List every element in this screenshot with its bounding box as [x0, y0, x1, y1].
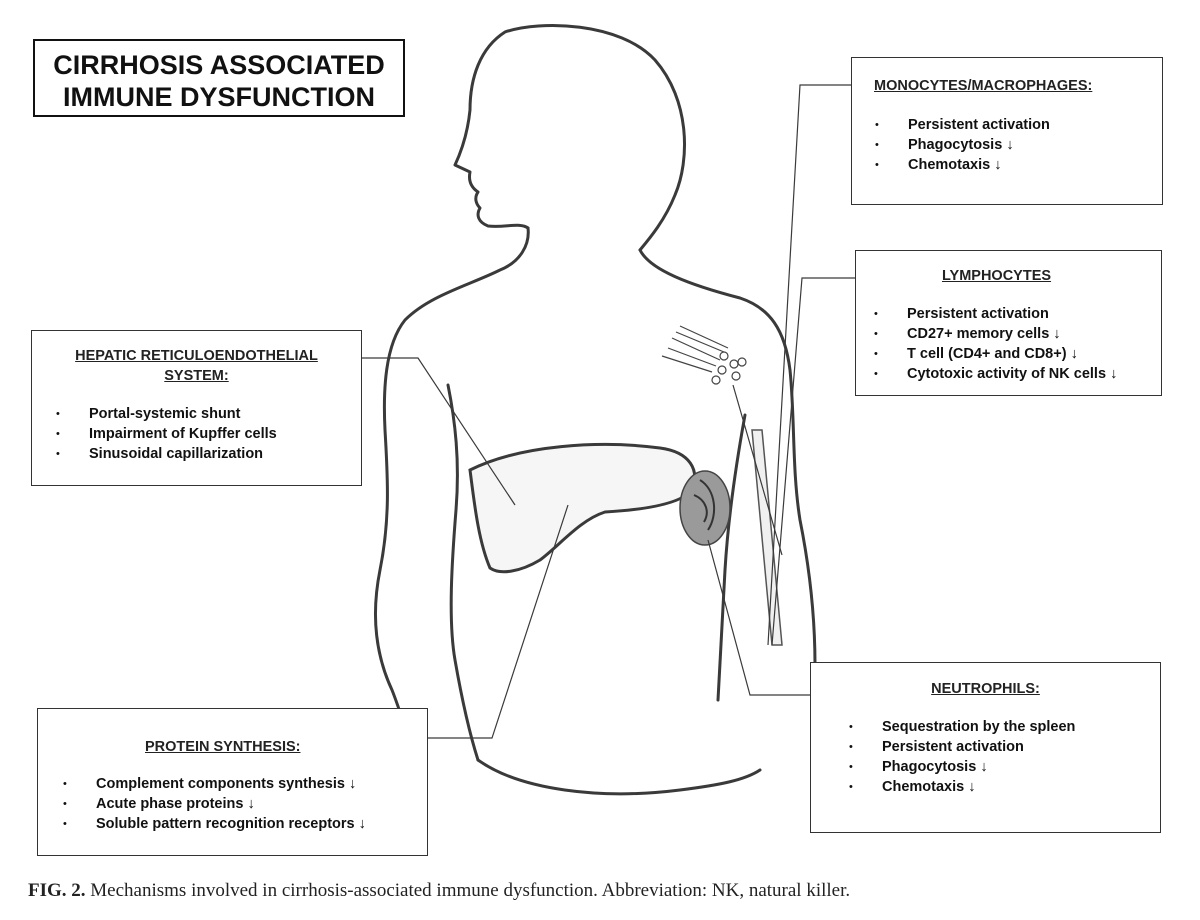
list-item: •Portal-systemic shunt: [56, 406, 241, 422]
down-arrow-icon: ↓: [247, 796, 255, 812]
down-arrow-icon: ↓: [1070, 346, 1078, 362]
monocytes-header: MONOCYTES/MACROPHAGES:: [874, 78, 1093, 94]
bullet: •: [849, 761, 853, 773]
list-item: •CD27+ memory cells ↓: [874, 326, 1061, 342]
bullet: •: [875, 139, 879, 151]
down-arrow-icon: ↓: [1110, 366, 1118, 382]
list-item: •Sequestration by the spleen: [849, 719, 1076, 735]
head-outline: [453, 24, 687, 252]
left-arm-inner: [446, 383, 480, 762]
bullet: •: [63, 798, 67, 810]
spleen: [679, 470, 731, 546]
bullet: •: [56, 448, 60, 460]
spleen-detail: [693, 479, 716, 531]
down-arrow-icon: ↓: [980, 759, 988, 775]
list-item: •Phagocytosis ↓: [849, 759, 988, 775]
connector-monocytes: [767, 84, 852, 646]
hepatic-list: •Portal-systemic shunt •Impairment of Ku…: [56, 404, 277, 464]
bullet: •: [875, 159, 879, 171]
title-line-2: IMMUNE DYSFUNCTION: [63, 82, 375, 112]
hepatic-box: HEPATIC RETICULOENDOTHELIAL SYSTEM: •Por…: [31, 330, 362, 486]
list-item: •Phagocytosis ↓: [875, 137, 1014, 153]
down-arrow-icon: ↓: [358, 816, 366, 832]
list-item: •Cytotoxic activity of NK cells ↓: [874, 366, 1118, 382]
bullet: •: [874, 328, 878, 340]
liver: [468, 443, 697, 574]
list-item: •Persistent activation: [849, 739, 1024, 755]
bullet: •: [849, 781, 853, 793]
neutrophils-list: •Sequestration by the spleen •Persistent…: [849, 717, 1076, 797]
bullet: •: [849, 721, 853, 733]
list-item: •Impairment of Kupffer cells: [56, 426, 277, 442]
bullet: •: [849, 741, 853, 753]
bullet: •: [63, 778, 67, 790]
list-item: •Persistent activation: [874, 306, 1049, 322]
bullet: •: [63, 818, 67, 830]
bullet: •: [56, 428, 60, 440]
list-item: •T cell (CD4+ and CD8+) ↓: [874, 346, 1078, 362]
connector-lines: [362, 84, 855, 739]
connector-neutrophils: [707, 539, 810, 696]
figure-caption: FIG. 2. Mechanisms involved in cirrhosis…: [28, 880, 850, 902]
down-arrow-icon: ↓: [349, 776, 357, 792]
lymphocytes-header: LYMPHOCYTES: [942, 268, 1052, 284]
monocytes-box: MONOCYTES/MACROPHAGES: •Persistent activ…: [851, 57, 1163, 205]
down-arrow-icon: ↓: [994, 157, 1002, 173]
figure: CIRRHOSIS ASSOCIATED IMMUNE DYSFUNCTION …: [31, 24, 1163, 856]
lymphocytes-list: •Persistent activation •CD27+ memory cel…: [874, 304, 1118, 384]
list-item: •Chemotaxis ↓: [875, 157, 1002, 173]
lymph-node-cluster: [661, 325, 747, 385]
bullet: •: [874, 348, 878, 360]
list-item: •Chemotaxis ↓: [849, 779, 976, 795]
neutrophils-header: NEUTROPHILS:: [931, 681, 1040, 697]
down-arrow-icon: ↓: [968, 779, 976, 795]
protein-box: PROTEIN SYNTHESIS: •Complement component…: [37, 708, 428, 856]
bullet: •: [874, 368, 878, 380]
neutrophils-box: NEUTROPHILS: •Sequestration by the splee…: [810, 662, 1161, 833]
protein-header: PROTEIN SYNTHESIS:: [145, 739, 301, 755]
caption-text: Mechanisms involved in cirrhosis-associa…: [85, 880, 851, 901]
bullet: •: [874, 308, 878, 320]
title-box: CIRRHOSIS ASSOCIATED IMMUNE DYSFUNCTION: [33, 39, 405, 117]
waist-line: [476, 758, 762, 796]
list-item: •Persistent activation: [875, 117, 1050, 133]
right-arm-inner: [716, 413, 747, 702]
connector-protein: [428, 504, 569, 739]
connector-lymphocytes: [771, 277, 855, 646]
list-item: •Soluble pattern recognition receptors ↓: [63, 816, 366, 832]
list-item: •Acute phase proteins ↓: [63, 796, 255, 812]
bullet: •: [56, 408, 60, 420]
body-silhouette: [374, 24, 817, 796]
down-arrow-icon: ↓: [1053, 326, 1061, 342]
monocytes-list: •Persistent activation •Phagocytosis ↓ •…: [875, 115, 1050, 175]
bullet: •: [875, 119, 879, 131]
connector-hepatic: [362, 357, 516, 506]
down-arrow-icon: ↓: [1006, 137, 1014, 153]
hepatic-header: HEPATIC RETICULOENDOTHELIAL SYSTEM:: [75, 348, 318, 384]
connector-lymph-cluster: [732, 384, 783, 556]
torso-outline: [374, 226, 817, 762]
list-item: •Sinusoidal capillarization: [56, 446, 264, 462]
list-item: •Complement components synthesis ↓: [63, 776, 357, 792]
title-line-1: CIRRHOSIS ASSOCIATED: [53, 50, 385, 80]
protein-list: •Complement components synthesis ↓ •Acut…: [63, 774, 366, 834]
lymphocytes-box: LYMPHOCYTES •Persistent activation •CD27…: [855, 250, 1162, 396]
caption-label: FIG. 2.: [28, 880, 86, 901]
